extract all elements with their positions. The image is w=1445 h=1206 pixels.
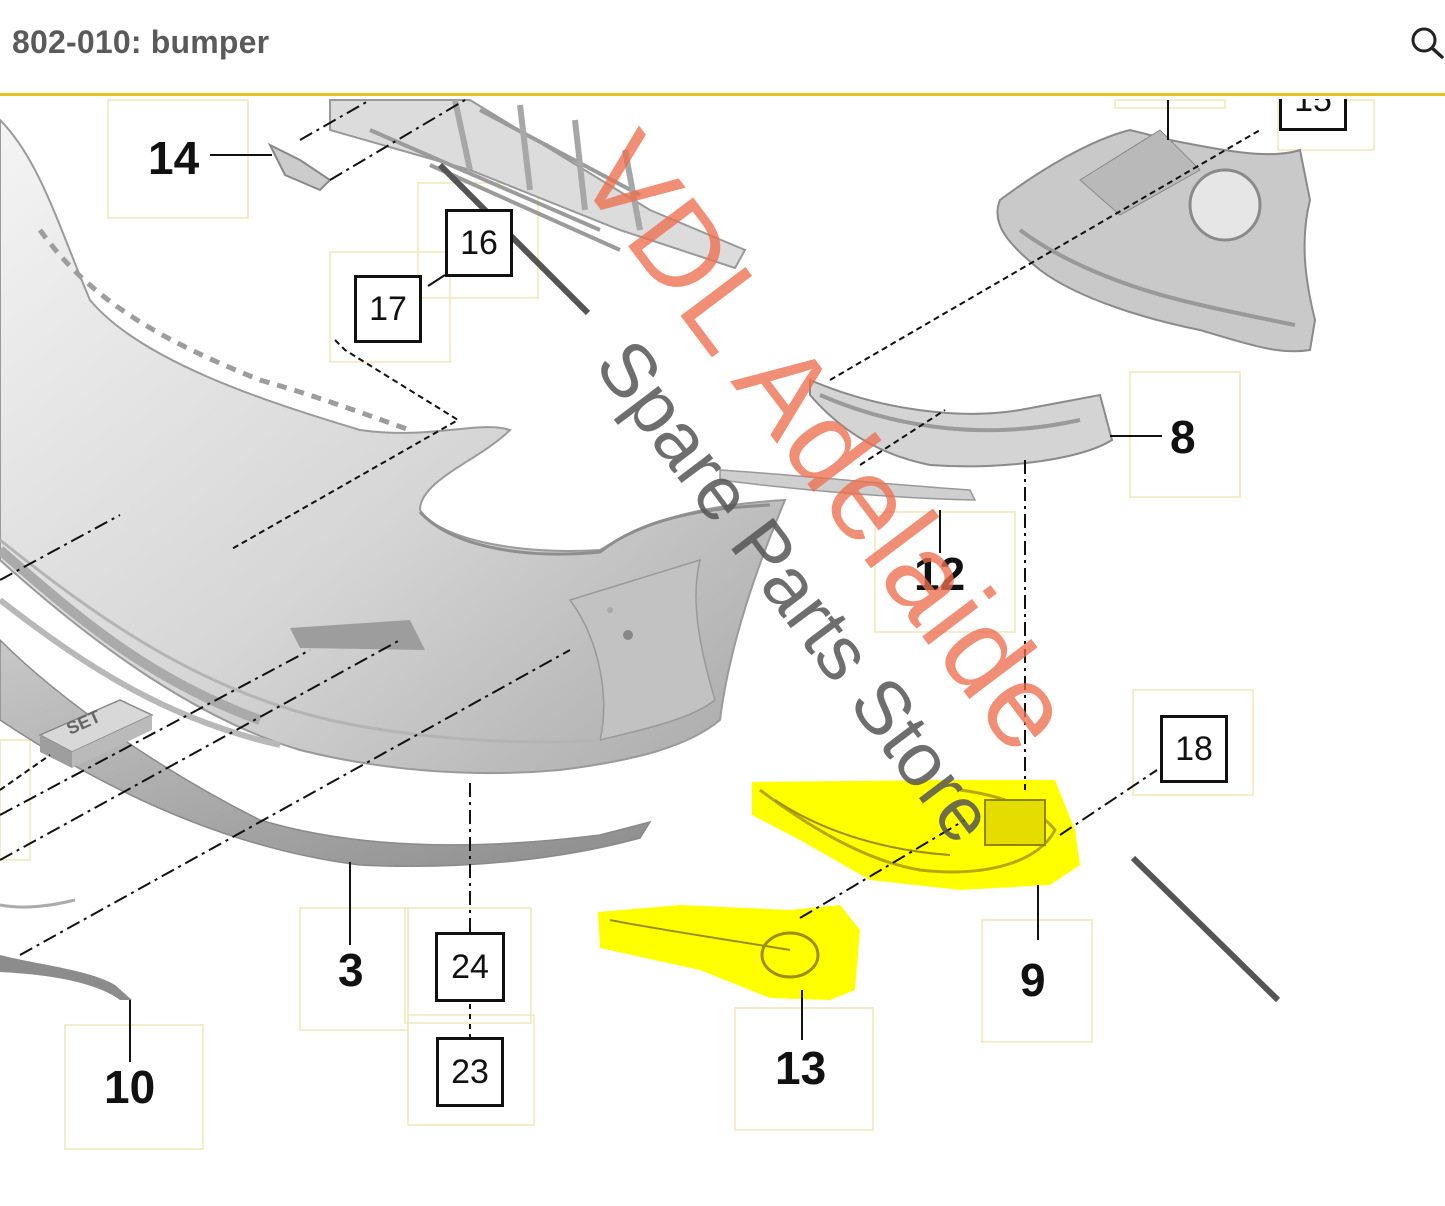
callout-15[interactable]: 15 bbox=[1279, 99, 1347, 131]
page-header: 802-010: bumper bbox=[0, 0, 1445, 96]
parts-diagram: SET bbox=[0, 99, 1445, 1206]
callout-12[interactable]: 12 bbox=[914, 548, 966, 600]
callout-8[interactable]: 8 bbox=[1170, 411, 1196, 463]
callout-14[interactable]: 14 bbox=[148, 132, 200, 184]
page-title: 802-010: bumper bbox=[12, 24, 270, 60]
callout-17[interactable]: 17 bbox=[354, 275, 422, 343]
bumper-illustration: SET bbox=[0, 99, 1375, 1150]
callout-3[interactable]: 3 bbox=[338, 944, 364, 996]
callout-24[interactable]: 24 bbox=[435, 932, 505, 1002]
callout-9[interactable]: 9 bbox=[1020, 954, 1046, 1006]
callout-18[interactable]: 18 bbox=[1160, 715, 1228, 783]
callout-10[interactable]: 10 bbox=[104, 1061, 156, 1113]
callout-13[interactable]: 13 bbox=[775, 1042, 827, 1094]
search-icon[interactable] bbox=[1408, 20, 1445, 60]
callout-23[interactable]: 23 bbox=[436, 1037, 504, 1107]
callout-16[interactable]: 16 bbox=[445, 209, 513, 277]
